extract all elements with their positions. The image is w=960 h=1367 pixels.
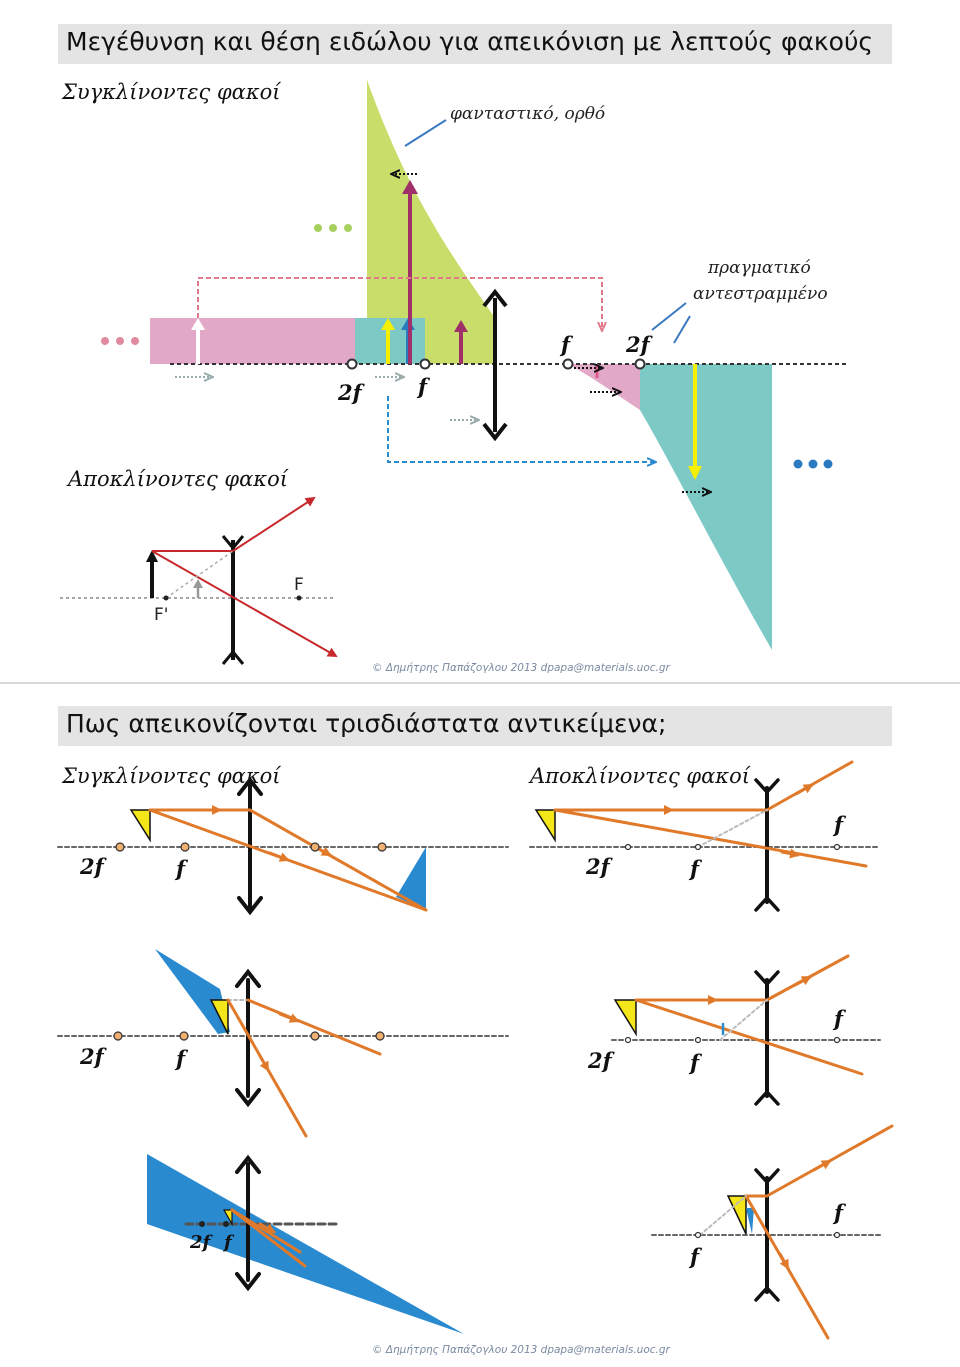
label-f-prime: F' xyxy=(154,605,168,625)
converging-case-1: 2f f xyxy=(57,776,509,916)
converging-case-2: 2f f xyxy=(57,949,509,1138)
diverging-heading: Αποκλίνοντες φακοί xyxy=(530,764,750,788)
label-f-div: F xyxy=(294,575,304,595)
converging-heading: Συγκλίνοντες φακοί xyxy=(62,764,281,788)
label-2f-left: 2f xyxy=(337,380,366,405)
label-f: f xyxy=(688,1050,703,1075)
label-2f: 2f xyxy=(79,854,108,879)
virtual-image-note: φανταστικό, ορθό xyxy=(450,104,606,124)
3d-imaging-diagrams: 2f f 2f f xyxy=(57,760,894,1340)
slide-divider xyxy=(0,682,960,684)
copyright: © Δημήτρης Παπάζογλου 2013 dpapa@materia… xyxy=(372,662,670,674)
label-2f: 2f xyxy=(79,1044,108,1069)
real-image-note-line2: αντεστραμμένο xyxy=(693,284,828,304)
slide-magnification: Μεγέθυνση και θέση ειδώλου για απεικόνισ… xyxy=(0,0,960,683)
transfer-path-pink xyxy=(197,277,602,330)
transfer-path-blue xyxy=(387,396,655,462)
label-f: f xyxy=(832,812,847,837)
callout-line-virtual xyxy=(404,119,447,147)
ellipsis-green-icon xyxy=(314,224,352,232)
focal-point-f-right xyxy=(562,358,574,370)
label-f: f xyxy=(832,1006,847,1031)
converging-heading: Συγκλίνοντες φακοί xyxy=(62,80,281,104)
ray-diverged xyxy=(232,496,316,552)
label-2f: 2f xyxy=(189,1232,214,1253)
ellipsis-pink-icon xyxy=(101,337,139,345)
label-2f: 2f xyxy=(585,854,614,879)
label-f: f xyxy=(174,1046,189,1071)
diverging-case-1: 2f f f xyxy=(529,760,881,912)
diverging-heading: Αποκλίνοντες φακοί xyxy=(68,467,288,491)
label-f: f xyxy=(832,1200,847,1225)
converging-case-3: 2f f xyxy=(147,1154,464,1334)
ellipsis-blue-icon xyxy=(793,459,833,469)
label-f: f xyxy=(688,856,703,881)
callout-line-real-1 xyxy=(651,302,687,331)
slide-3d-objects: Πως απεικονίζονται τρισδιάστατα αντικείμ… xyxy=(0,684,960,1367)
ray-central xyxy=(151,550,338,657)
label-2f: 2f xyxy=(587,1048,616,1073)
label-f-left: f xyxy=(416,374,431,399)
title-bar: Πως απεικονίζονται τρισδιάστατα αντικείμ… xyxy=(58,706,892,746)
focal-point-2f-right xyxy=(634,358,646,370)
callout-line-real-2 xyxy=(673,315,691,344)
object-region-far xyxy=(150,318,355,364)
focal-point-2f-left xyxy=(346,358,358,370)
converging-lens-diagram: 2f f f 2f xyxy=(60,80,848,665)
image-region-far xyxy=(640,364,772,650)
slide-title: Μεγέθυνση και θέση ειδώλου για απεικόνισ… xyxy=(66,27,874,56)
ray-virtual-extension xyxy=(165,550,234,599)
label-f-right: f xyxy=(559,332,574,357)
title-bar: Μεγέθυνση και θέση ειδώλου για απεικόνισ… xyxy=(58,24,892,64)
label-f: f xyxy=(174,856,189,881)
diverging-case-2: 2f f f xyxy=(587,954,881,1106)
real-image-note-line1: πραγματικό xyxy=(708,258,811,278)
diverging-case-3: f f xyxy=(651,1124,894,1340)
copyright: © Δημήτρης Παπάζογλου 2013 dpapa@materia… xyxy=(372,1344,670,1356)
label-2f-right: 2f xyxy=(625,332,654,357)
image-region-near xyxy=(568,364,640,410)
slide-title: Πως απεικονίζονται τρισδιάστατα αντικείμ… xyxy=(66,709,667,738)
virtual-image-region xyxy=(367,80,495,364)
focal-point-f-left xyxy=(419,358,431,370)
label-f: f xyxy=(688,1244,703,1269)
